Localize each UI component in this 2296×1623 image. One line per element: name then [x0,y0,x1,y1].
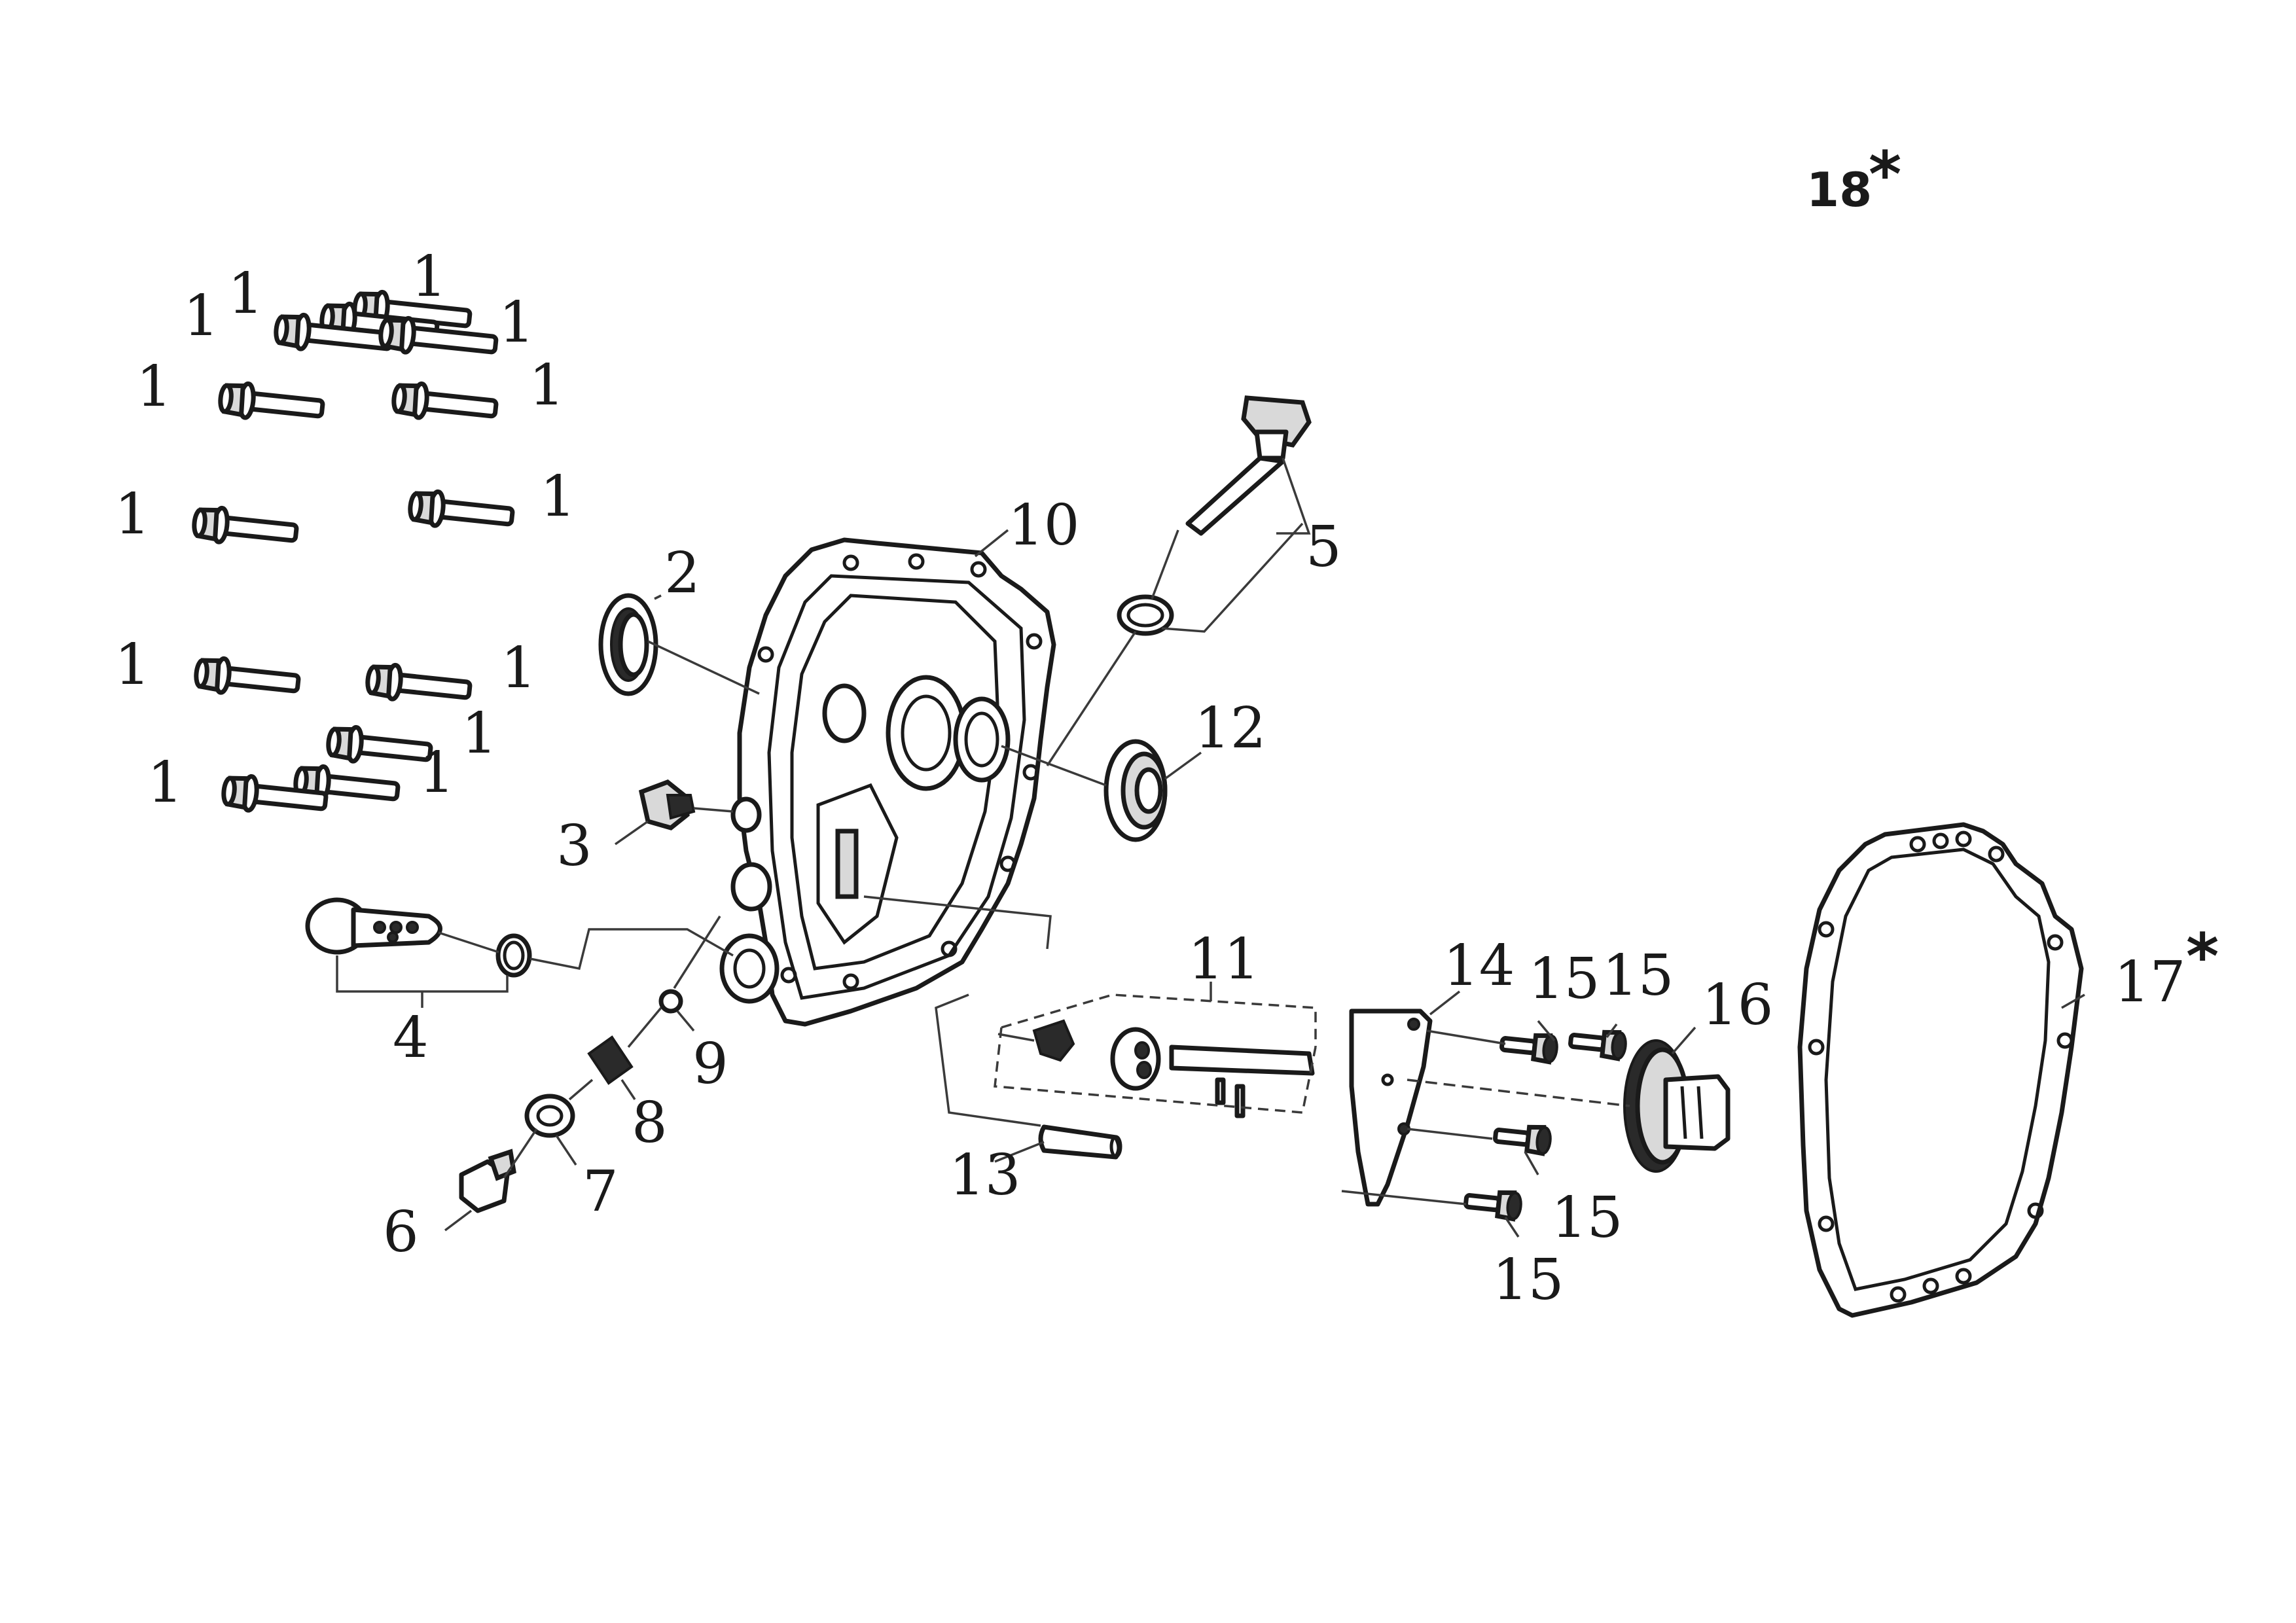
callout-15: 15 [1528,946,1600,1012]
callout-12: 12 [1194,696,1266,761]
bolt [326,724,433,764]
washer [524,1094,575,1138]
shaft [1038,1124,1122,1160]
callout-17-asterisk: * [2186,920,2219,993]
callout-1: 1 [228,261,264,327]
callout-18: 18 [1806,162,1872,217]
callout-7: 7 [583,1159,619,1224]
callout-4: 4 [393,1005,429,1071]
dipstick [1117,395,1312,636]
bolt [221,774,329,813]
callout-1: 1 [499,290,535,355]
callout-8: 8 [632,1090,668,1156]
bolt [192,505,299,544]
callout-9: 9 [692,1031,728,1097]
gear-assembly [1623,1039,1731,1173]
callout-15: 15 [1551,1185,1623,1251]
callout-11: 11 [1188,927,1259,992]
oil-filler-plug [305,897,532,978]
callout-1: 1 [419,740,455,806]
callout-15: 15 [1602,943,1674,1008]
crankcase-cover [719,537,1056,1027]
callout-10: 10 [1008,493,1079,558]
bolt-group [192,289,515,813]
screw [1568,1029,1627,1061]
callout-3: 3 [556,813,592,879]
bearing [1103,739,1168,842]
governor-assembly [1032,1019,1315,1118]
leader-lines [336,457,2085,1238]
callout-2: 2 [664,541,700,606]
ball [658,989,683,1014]
bolt [378,315,499,355]
callout-17: 17 [2114,950,2185,1015]
spring [587,1035,634,1085]
oil-seal [598,593,658,696]
screw [1499,1033,1558,1065]
callout-16: 16 [1702,972,1773,1038]
screw-group [1463,1029,1627,1222]
bolt [365,662,473,702]
screw [1493,1124,1552,1156]
callout-14: 14 [1443,933,1515,999]
callout-13: 13 [949,1143,1020,1208]
bolt [391,381,499,420]
callout-1: 1 [147,750,183,815]
callout-18-asterisk: * [1869,138,1901,211]
callout-1: 1 [183,283,219,349]
callout-15: 15 [1492,1247,1564,1313]
drain-plug [459,1149,516,1213]
callout-1: 1 [529,353,565,418]
callout-1: 1 [136,354,172,419]
bolt [408,489,515,528]
bracket [1349,1008,1433,1207]
callout-1: 1 [411,244,447,310]
bolt [218,381,325,420]
callout-1: 1 [461,701,497,766]
callout-labels: 1 1 1 1 1 1 1 1 1 1 1 1 1 2 3 4 5 6 7 8 … [115,138,2219,1313]
bolt [274,312,394,351]
bolt [194,656,301,695]
callout-1: 1 [540,464,576,529]
fitting [638,779,696,830]
callout-1: 1 [501,635,537,701]
callout-5: 5 [1306,514,1342,580]
callout-1: 1 [115,482,151,547]
gasket [1797,822,2084,1318]
callout-6: 6 [383,1200,419,1265]
callout-1: 1 [115,632,151,698]
screw [1463,1190,1522,1222]
